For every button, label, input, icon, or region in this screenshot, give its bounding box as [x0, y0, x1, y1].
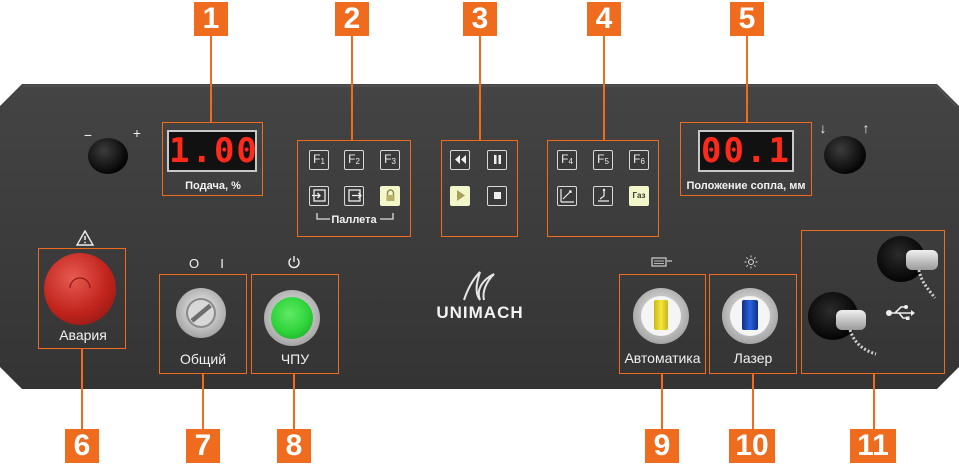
- pallet-lock-key[interactable]: [380, 186, 400, 206]
- callout-7: 7: [186, 429, 220, 463]
- function-keys-box: [547, 140, 659, 237]
- edge-detect-icon: [559, 189, 574, 203]
- f4-key[interactable]: F4: [557, 150, 577, 170]
- rewind-button[interactable]: [450, 150, 470, 170]
- feed-label: Подача, %: [185, 180, 241, 192]
- playback-box: [441, 140, 518, 237]
- callout-6: 6: [65, 429, 99, 463]
- callout-line-9: [661, 374, 663, 431]
- callout-9: 9: [645, 429, 679, 463]
- feed-knob[interactable]: [88, 138, 128, 174]
- callout-line-7: [202, 374, 204, 431]
- callout-4: 4: [587, 2, 621, 36]
- callout-line-3: [479, 36, 481, 140]
- callout-5: 5: [730, 2, 764, 36]
- stop-icon: [493, 192, 501, 199]
- automation-box: [619, 274, 706, 374]
- callout-1: 1: [194, 2, 228, 36]
- laser-box: [709, 274, 797, 374]
- pallet-unload-key[interactable]: [344, 186, 364, 206]
- nozzle-display: 00.1: [698, 130, 794, 172]
- brand-name: UNIMACH: [436, 303, 524, 322]
- pallet-bracket: [316, 213, 394, 220]
- gas-key[interactable]: Газ: [629, 186, 649, 206]
- pause-button[interactable]: [487, 150, 507, 170]
- pause-icon: [493, 155, 501, 164]
- rewind-icon: [454, 155, 466, 164]
- callout-line-5: [746, 36, 748, 122]
- nozzle-down-label: ↓: [819, 120, 827, 136]
- callout-2: 2: [335, 2, 369, 36]
- feed-display: 1.00: [167, 130, 259, 172]
- callout-line-1: [210, 36, 212, 122]
- play-icon: [456, 190, 465, 201]
- automation-label: Автоматика: [624, 350, 701, 366]
- switch-off-label: O: [188, 256, 200, 271]
- power-icon: [288, 256, 300, 269]
- nozzle-up-label: ↑: [862, 120, 870, 136]
- cnc-box: [251, 274, 339, 374]
- callout-3: 3: [463, 2, 497, 36]
- emergency-label: Авария: [59, 327, 107, 343]
- feed-minus-label: −: [83, 127, 93, 143]
- callout-line-6: [81, 349, 83, 431]
- f6-key[interactable]: F6: [629, 150, 649, 170]
- cnc-label: ЧПУ: [280, 351, 310, 367]
- edge-find-key[interactable]: [557, 186, 577, 206]
- nozzle-knob[interactable]: [824, 136, 866, 174]
- usb-chain-top: [917, 269, 937, 299]
- usb-icon: [886, 305, 915, 320]
- f5-key[interactable]: F5: [593, 150, 613, 170]
- emergency-box: [38, 248, 126, 349]
- calibration-key[interactable]: [593, 186, 613, 206]
- play-button[interactable]: [450, 186, 470, 206]
- f3-key[interactable]: F3: [380, 150, 400, 170]
- main-key-switch[interactable]: [176, 288, 226, 338]
- f1-key[interactable]: F1: [309, 150, 329, 170]
- stop-button[interactable]: [487, 186, 507, 206]
- callout-8: 8: [277, 429, 311, 463]
- cnc-machine-icon: [651, 257, 672, 267]
- usb-cap-top: [906, 250, 938, 270]
- callout-10: 10: [729, 429, 775, 463]
- cnc-power-button[interactable]: [264, 290, 320, 346]
- brand-logo-icon: [463, 271, 495, 301]
- key-icon: [186, 298, 216, 328]
- pallet-box: [297, 140, 411, 237]
- nozzle-display-box: [680, 122, 812, 196]
- usb-chain-bottom: [848, 329, 877, 356]
- emergency-stop-button[interactable]: [44, 253, 116, 325]
- usb-box: [801, 230, 945, 374]
- callout-line-4: [603, 36, 605, 140]
- callout-line-2: [351, 36, 353, 140]
- nozzle-calibrate-icon: [597, 188, 609, 202]
- pallet-load-key[interactable]: [309, 186, 329, 206]
- nozzle-label: Положение сопла, мм: [686, 180, 806, 192]
- callout-line-10: [752, 374, 754, 431]
- automation-switch[interactable]: [633, 288, 689, 344]
- automation-rocker: [654, 300, 668, 330]
- laser-rocker: [742, 300, 758, 330]
- feed-display-box: [162, 122, 263, 196]
- cnc-indicator: [271, 297, 313, 339]
- warning-icon: [76, 230, 94, 246]
- pallet-out-icon: [347, 189, 362, 202]
- laser-label: Лазер: [733, 350, 773, 366]
- laser-icon: [744, 255, 758, 269]
- feed-plus-label: +: [132, 125, 142, 141]
- laser-switch[interactable]: [722, 288, 778, 344]
- lock-icon: [386, 189, 394, 201]
- callout-11: 11: [850, 429, 896, 463]
- switch-on-label: I: [220, 256, 224, 271]
- callout-line-8: [293, 374, 295, 431]
- pallet-label: Паллета: [331, 214, 377, 226]
- main-switch-box: [159, 274, 247, 374]
- pallet-in-icon: [311, 189, 326, 202]
- callout-line-11: [873, 374, 875, 431]
- f2-key[interactable]: F2: [344, 150, 364, 170]
- main-switch-label: Общий: [179, 351, 227, 367]
- usb-cap-bottom: [836, 310, 866, 330]
- emergency-arrow-icon: [69, 277, 91, 289]
